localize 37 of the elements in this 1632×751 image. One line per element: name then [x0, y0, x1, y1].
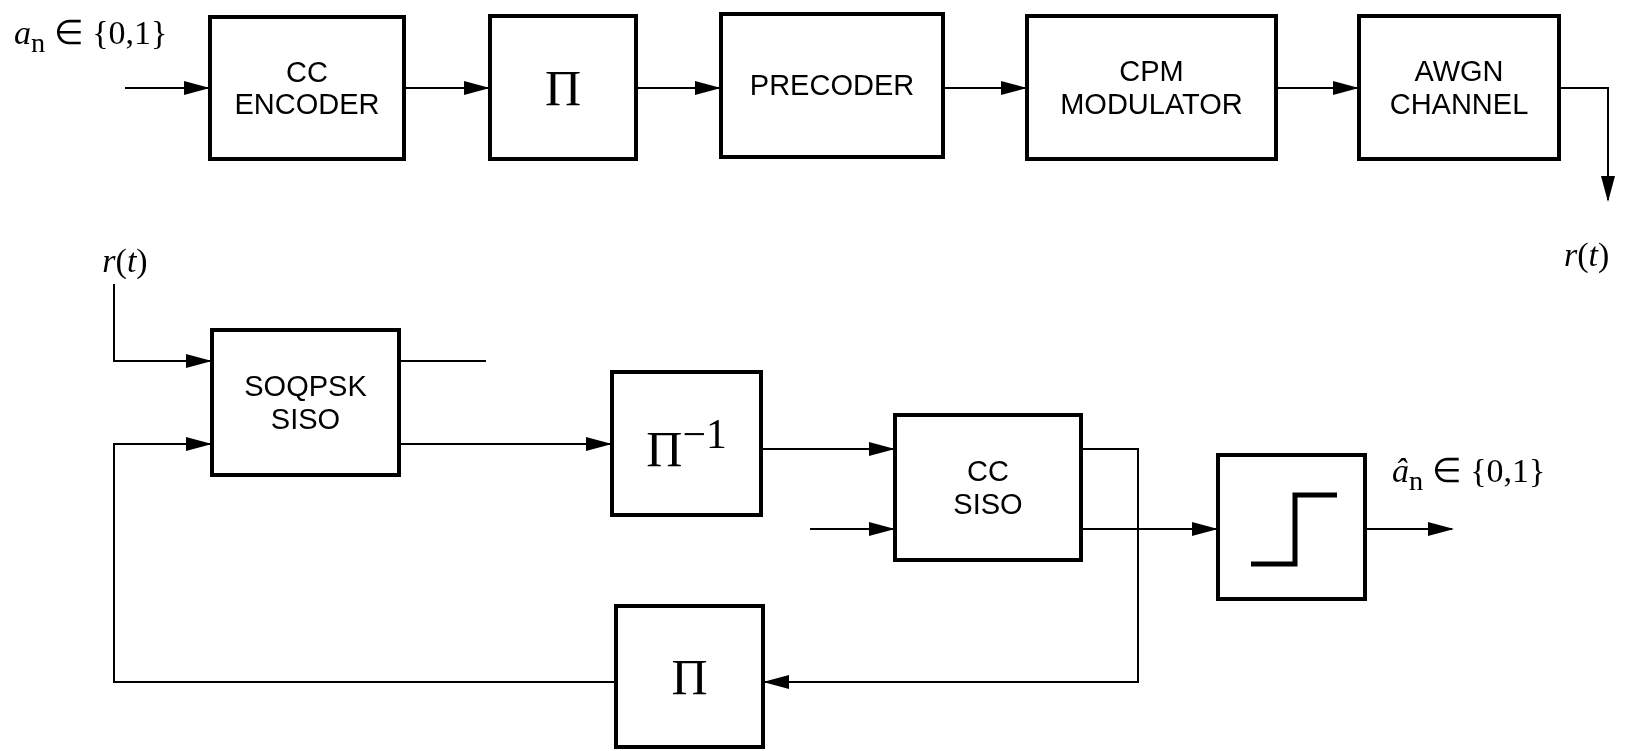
arrow [405, 81, 490, 95]
block-label: AWGN CHANNEL [1389, 55, 1529, 120]
operator-symbol: Π$^{−1}$ [646, 409, 727, 478]
block-box [1025, 14, 1278, 161]
arrow [1560, 87, 1615, 202]
block-box [1357, 14, 1561, 161]
arrow [1366, 522, 1454, 536]
block-label: CC ENCODER [234, 55, 380, 121]
block-box [1216, 453, 1367, 601]
arrow [1277, 81, 1359, 95]
arrow [113, 283, 212, 368]
arrow [809, 522, 895, 536]
block-label: SOQPSK SISO [244, 370, 367, 435]
arrow [113, 437, 615, 683]
arrow [762, 442, 895, 456]
block-box [893, 413, 1083, 562]
block-label: CPM MODULATOR [1060, 55, 1243, 120]
block-box [614, 604, 765, 749]
arrow [124, 81, 210, 95]
arrow [944, 81, 1027, 95]
operator-symbol: Π [671, 647, 708, 706]
signal-line [400, 360, 487, 362]
arrow [637, 81, 721, 95]
block-box [208, 15, 406, 161]
block-box [210, 328, 401, 477]
block-box [719, 12, 945, 159]
block-box [610, 370, 763, 517]
block-label: CC SISO [953, 455, 1023, 520]
block-box [488, 14, 638, 161]
signal-label: a$_{n}$ ∈ {0,1} [14, 13, 168, 59]
signal-label: r(t) [102, 242, 148, 280]
arrow [1082, 522, 1218, 536]
arrow [400, 437, 612, 451]
block-label: PRECODER [749, 69, 915, 102]
signal-label: â$_{n}$ ∈ {0,1} [1392, 451, 1546, 497]
operator-symbol: Π [544, 58, 582, 117]
signal-label: r(t) [1564, 236, 1610, 274]
